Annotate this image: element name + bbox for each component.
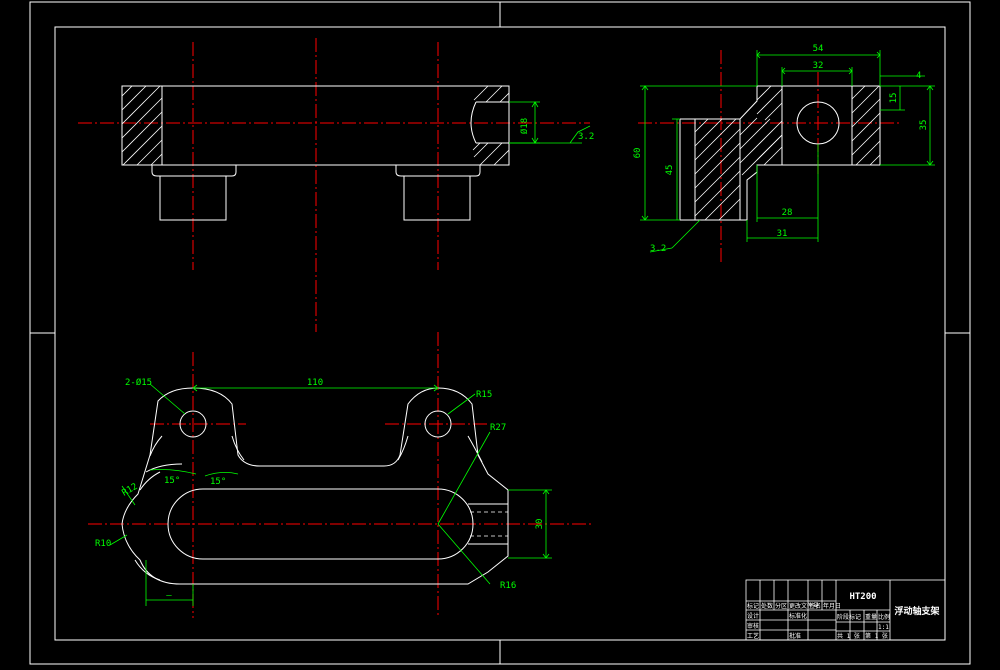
tb-label-date: 年月日 xyxy=(823,602,841,610)
front-roughness-label: 3.2 xyxy=(578,132,594,142)
tb-scale: 比例 xyxy=(878,613,890,621)
top-angle-left-label: 15° xyxy=(164,476,180,486)
top-hidden-lines xyxy=(470,511,508,537)
tb-scale-value: 1:1 xyxy=(878,624,889,631)
side-dim-28: 28 xyxy=(782,208,793,218)
top-centerlines xyxy=(88,332,592,618)
tb-sheet-no: 第 1 张 xyxy=(865,632,888,640)
side-roughness-label: 3.2 xyxy=(650,244,666,254)
top-r27-label: R27 xyxy=(490,423,506,433)
tb-label-zone: 分区 xyxy=(775,602,787,610)
front-view: Ø18 3.2 xyxy=(78,38,594,332)
front-left-hatch xyxy=(121,85,163,166)
top-r15-label: R15 xyxy=(476,390,492,400)
tb-sheet-total: 共 1 张 xyxy=(837,632,860,640)
top-view: 2-Ø15 110 R15 R27 15° 15° R12 R10 R16 30… xyxy=(88,332,592,618)
side-hatch xyxy=(694,85,881,221)
tb-label-signature: 签名 xyxy=(809,602,821,610)
side-dim-31: 31 xyxy=(777,229,788,239)
side-dim-4: 4 xyxy=(916,71,921,81)
centering-marks xyxy=(30,2,970,664)
side-centerlines xyxy=(638,50,900,262)
side-dim-45: 45 xyxy=(665,165,675,176)
outer-border xyxy=(29,1,971,665)
title-block-material: HT200 xyxy=(849,592,876,602)
front-bore-dimension xyxy=(509,101,591,144)
side-dim-35: 35 xyxy=(919,120,929,131)
front-bosses xyxy=(151,165,481,221)
side-outline xyxy=(679,85,881,221)
top-angle-right-label: 15° xyxy=(210,477,226,487)
front-right-hatch xyxy=(472,85,510,166)
tb-approve: 批准 xyxy=(789,632,801,640)
title-block-part-name: 浮动轴支架 xyxy=(894,605,939,617)
top-r16-label: R16 xyxy=(500,581,516,591)
front-bore-curve xyxy=(470,101,477,144)
side-dim-32: 32 xyxy=(813,61,824,71)
drawing-frame xyxy=(54,26,946,641)
side-view: 54 32 4 60 45 35 15 28 31 3.2 xyxy=(633,44,935,262)
tb-process: 工艺 xyxy=(747,632,759,640)
tb-label-mark: 标记 xyxy=(747,602,759,610)
front-centerlines xyxy=(78,38,590,332)
top-dimensions xyxy=(109,383,552,606)
side-dim-15: 15 xyxy=(889,93,899,104)
side-dim-60: 60 xyxy=(633,148,643,159)
side-dimensions xyxy=(640,50,935,253)
tb-standard: 标准化 xyxy=(789,612,807,620)
top-width-30-label: 30 xyxy=(535,519,545,530)
tb-label-count: 处数 xyxy=(761,602,773,610)
side-dim-54: 54 xyxy=(813,44,824,54)
title-block: HT200 浮动轴支架 标记 处数 分区 更改文件号 签名 年月日 设计 标准化… xyxy=(745,579,946,641)
top-r10-label: R10 xyxy=(95,539,111,549)
tb-check: 审核 xyxy=(747,622,759,630)
tb-weight: 重量 xyxy=(865,613,877,621)
top-r12-label: R12 xyxy=(121,482,140,499)
front-main-block xyxy=(121,85,510,166)
top-outline xyxy=(121,387,509,585)
tb-design: 设计 xyxy=(747,612,759,620)
top-holes-label: 2-Ø15 xyxy=(125,377,152,388)
front-bore-dim-label: Ø18 xyxy=(519,118,530,134)
top-bottom-dim-label: — xyxy=(166,591,172,601)
tb-stage: 阶段标记 xyxy=(837,613,861,621)
tb-label-change-doc: 更改文件号 xyxy=(789,602,819,610)
top-center-distance-label: 110 xyxy=(307,378,323,388)
